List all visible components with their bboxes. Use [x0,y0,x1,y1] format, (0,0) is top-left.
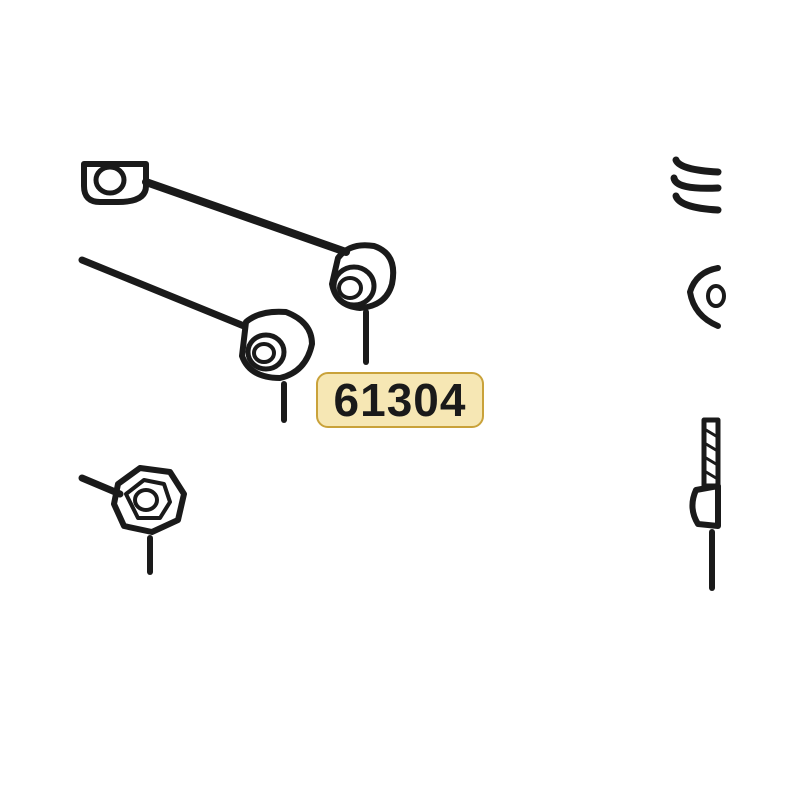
spacer-washer-upper [329,242,397,311]
right-coil-spring [670,156,722,214]
top-left-nut [81,161,149,205]
right-bolt [689,417,721,529]
flange-nut [111,465,187,535]
flanged-bushing [239,308,315,381]
right-grommet [687,265,726,329]
bolt-shaft-upper [142,178,350,256]
part-number-label: 61304 [316,372,484,428]
bolt-shaft-middle [78,256,248,330]
